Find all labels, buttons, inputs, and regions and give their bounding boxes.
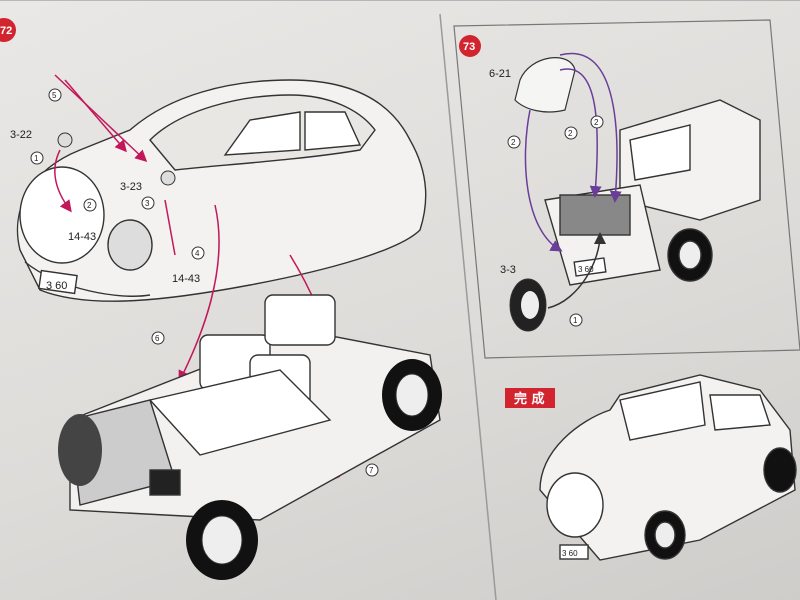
substep73-d: 1 [573,316,578,325]
substep-4: 4 [195,249,200,258]
plate-text-complete: 3 60 [562,549,578,558]
part-14-43-a: 14-43 [68,231,96,243]
part-3-23: 3-23 [120,181,142,193]
step73-panel [453,19,800,359]
car-73 [544,99,761,286]
license-plate-72 [38,269,78,295]
substep73-c: 2 [594,118,599,127]
plate-text-72: 3 60 [46,280,67,292]
step72-substeps [30,88,379,477]
step-72-badge [0,18,16,42]
substep-6: 6 [155,334,160,343]
car-body-72 [16,79,427,302]
page-divider [439,13,497,600]
part-3-3: 3-3 [500,264,516,276]
completed-car [539,374,797,561]
step-72-number: 72 [0,25,12,37]
hood-part [514,57,576,113]
step-73-group: 73 6-21 3-3 3 60 2 2 2 [459,35,761,332]
step73-arrows [524,52,622,309]
complete-badge [505,388,555,408]
part-14-43-b: 14-43 [172,273,200,285]
part-3-22: 3-22 [10,129,32,141]
substep73-a: 2 [511,138,516,147]
substep-1: 1 [34,154,39,163]
step-73-badge [459,35,481,57]
step-72-group: 72 3 60 3-22 3-23 14-43 14-43 [0,18,442,580]
complete-label: 完 成 [514,391,545,407]
substep-5: 5 [52,91,57,100]
substep-3: 3 [145,199,150,208]
substep-7: 7 [369,466,374,475]
substep-2: 2 [87,201,92,210]
part-6-21: 6-21 [489,68,511,80]
step-73-number: 73 [463,41,475,53]
complete-section: 完 成 3 60 [505,374,797,561]
chassis-wheels [58,359,442,580]
substep73-b: 2 [568,129,573,138]
plate-text-73: 3 60 [578,265,594,274]
